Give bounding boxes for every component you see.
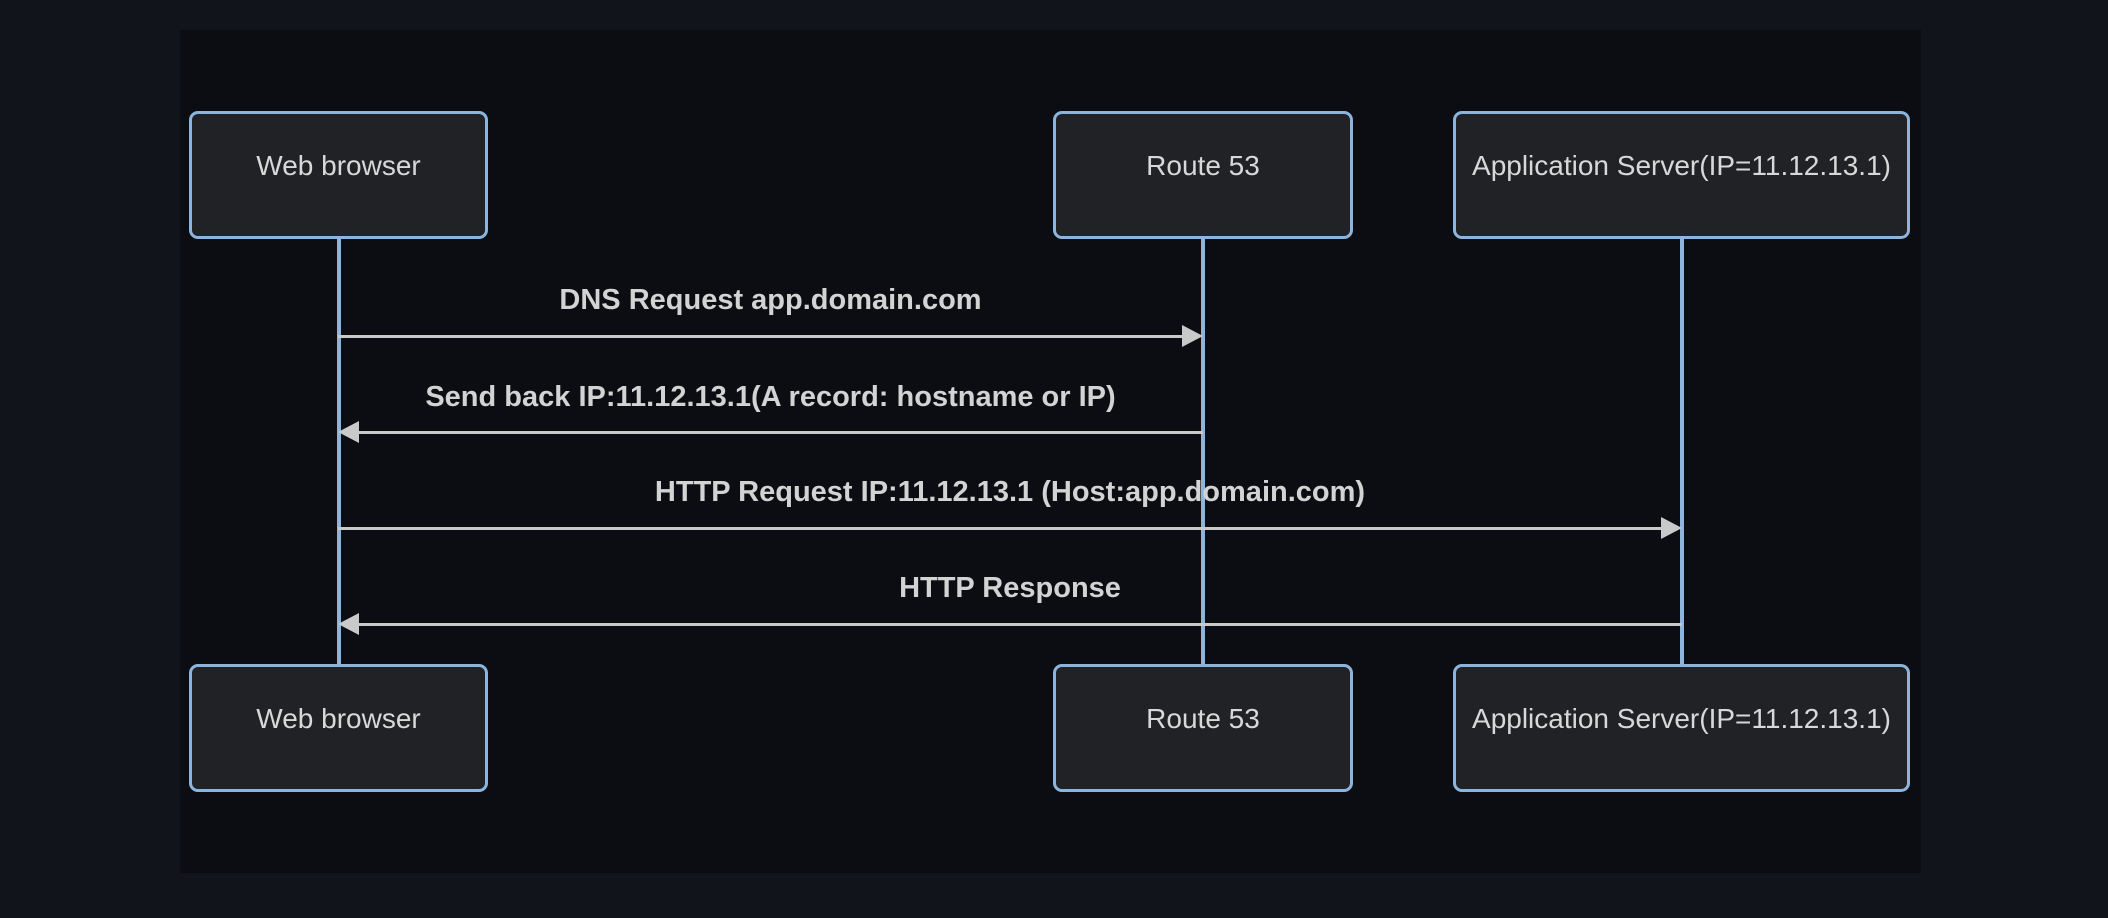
arrowhead-left-icon (338, 421, 359, 443)
message-label-http-response: HTTP Response (899, 572, 1121, 604)
actor-label-route53: Route 53 (1146, 703, 1260, 734)
lifeline-web-browser (337, 239, 341, 664)
message-label-dns-request: DNS Request app.domain.com (559, 284, 982, 316)
arrowhead-right-icon (1661, 517, 1682, 539)
arrowhead-right-icon (1182, 325, 1203, 347)
lifeline-app-server (1680, 239, 1684, 664)
message-line-dns-response (356, 431, 1203, 434)
actor-box-route53-top: Route 53 (1053, 111, 1353, 239)
actor-box-app-server-top: Application Server(IP=11.12.13.1) (1453, 111, 1910, 239)
actor-label-web-browser: Web browser (256, 150, 421, 181)
message-line-http-response (356, 623, 1682, 626)
message-line-http-request (338, 527, 1664, 530)
actor-box-route53-bottom: Route 53 (1053, 664, 1353, 792)
actor-label-route53: Route 53 (1146, 150, 1260, 181)
actor-label-web-browser: Web browser (256, 703, 421, 734)
actor-label-app-server: Application Server(IP=11.12.13.1) (1472, 150, 1891, 181)
message-label-dns-response: Send back IP:11.12.13.1(A record: hostna… (425, 381, 1116, 413)
actor-box-web-browser-bottom: Web browser (189, 664, 488, 792)
actor-box-web-browser-top: Web browser (189, 111, 488, 239)
lifeline-route53 (1201, 239, 1205, 664)
arrowhead-left-icon (338, 613, 359, 635)
actor-box-app-server-bottom: Application Server(IP=11.12.13.1) (1453, 664, 1910, 792)
message-line-dns-request (338, 335, 1185, 338)
message-label-http-request: HTTP Request IP:11.12.13.1 (Host:app.dom… (654, 476, 1366, 508)
actor-label-app-server: Application Server(IP=11.12.13.1) (1472, 703, 1891, 734)
